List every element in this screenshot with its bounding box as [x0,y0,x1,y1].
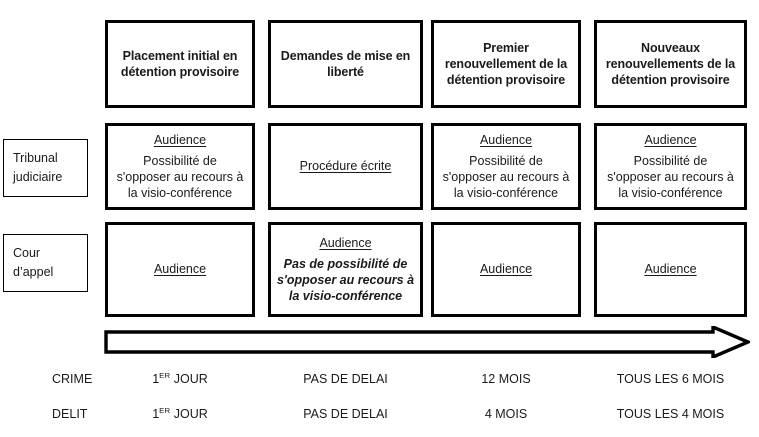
cell-cour-appel-col3: Audience [431,222,581,317]
row-label-line: Cour [13,246,41,261]
legend-value-delit-col2: PAS DE DELAI [303,407,388,421]
header-box-col1: Placement initial en détention provisoir… [105,20,255,108]
header-line: liberté [327,65,364,79]
header-line: Premier [483,41,529,55]
legend-row-name-delit: DELIT [52,407,88,421]
header-line: détention provisoire [446,73,566,87]
cell-heading: Audience [644,262,697,277]
cell-body-line: la visio-conférence [127,186,233,201]
header-line: Placement initial en [122,49,238,63]
cell-body-line: la visio-conférence [453,186,559,201]
cell-body-line: s'opposer au recours à [116,170,244,184]
legend-value-sup: ER [159,405,171,415]
legend-value-base: 1 [152,372,160,386]
legend-value-delit-col3: 4 MOIS [484,407,528,421]
legend-value-crime-col1: 1ER JOUR [105,370,255,386]
legend-value-crime-col4: TOUS LES 6 MOIS [616,372,725,386]
cell-body: Possibilité de s'opposer au recours à la… [443,153,570,202]
legend-value-base: 1 [152,407,160,421]
header-line: renouvellement de la [444,57,568,71]
cell-heading: Audience [479,262,533,277]
legend-value-rest: JOUR [170,372,208,386]
legend-value-delit-col1: 1ER JOUR [105,405,255,421]
row-label-line: Tribunal [13,151,58,166]
cell-heading: Audience [319,235,372,250]
cell-body-line: s'opposer au recours à [607,170,734,184]
row-label-line: d’appel [13,265,54,279]
cell-body-line: s'opposer au recours à [276,273,415,287]
timeline-arrow-right-icon [104,326,750,358]
legend-value-crime-col3: 12 MOIS [481,372,531,386]
cell-body-line: Possibilité de [143,153,217,168]
cell-heading: Audience [153,262,207,277]
legend-row-name-crime: CRIME [52,372,93,386]
cell-cour-appel-col1: Audience [105,222,255,317]
header-line: Nouveaux [641,41,700,55]
cell-tribunal-col2: Procédure écrite [268,123,423,210]
cell-body-line: s'opposer au recours à [442,170,570,184]
cell-body: Possibilité de s'opposer au recours à la… [607,153,734,202]
cell-body-line: la visio-conférence [288,289,403,304]
legend-value-delit-col4: TOUS LES 4 MOIS [616,407,725,421]
header-box-col3: Premier renouvellement de la détention p… [431,20,581,108]
cell-cour-appel-col2: Audience Pas de possibilité de s'opposer… [268,222,423,317]
cell-body: Pas de possibilité de s'opposer au recou… [277,256,414,305]
cell-body-line: la visio-conférence [618,186,723,201]
cell-heading: Audience [153,132,207,147]
cell-tribunal-col1: Audience Possibilité de s'opposer au rec… [105,123,255,210]
row-label-tribunal-judiciaire: Tribunal judiciaire [3,139,88,197]
cell-body-line: Possibilité de [633,153,708,168]
legend-value-crime-col2: PAS DE DELAI [303,372,388,386]
header-line: détention provisoire [611,73,730,87]
row-label-cour-dappel: Cour d’appel [3,234,88,292]
header-line: détention provisoire [120,65,240,79]
cell-heading: Audience [644,132,697,147]
header-box-col4: Nouveaux renouvellements de la détention… [594,20,747,108]
header-line: Demandes de mise en [280,49,411,63]
row-label-line: judiciaire [13,170,63,184]
cell-cour-appel-col4: Audience [594,222,747,317]
header-box-col2: Demandes de mise en liberté [268,20,423,108]
header-line: renouvellements de la [605,57,736,71]
cell-body-line: Possibilité de [469,153,543,168]
cell-body-line: Pas de possibilité de [283,256,408,271]
cell-heading: Procédure écrite [299,159,392,174]
cell-tribunal-col3: Audience Possibilité de s'opposer au rec… [431,123,581,210]
legend-value-rest: JOUR [170,407,208,421]
cell-body: Possibilité de s'opposer au recours à la… [117,153,244,202]
legend-value-sup: ER [159,370,171,380]
cell-tribunal-col4: Audience Possibilité de s'opposer au rec… [594,123,747,210]
cell-heading: Audience [479,132,533,147]
